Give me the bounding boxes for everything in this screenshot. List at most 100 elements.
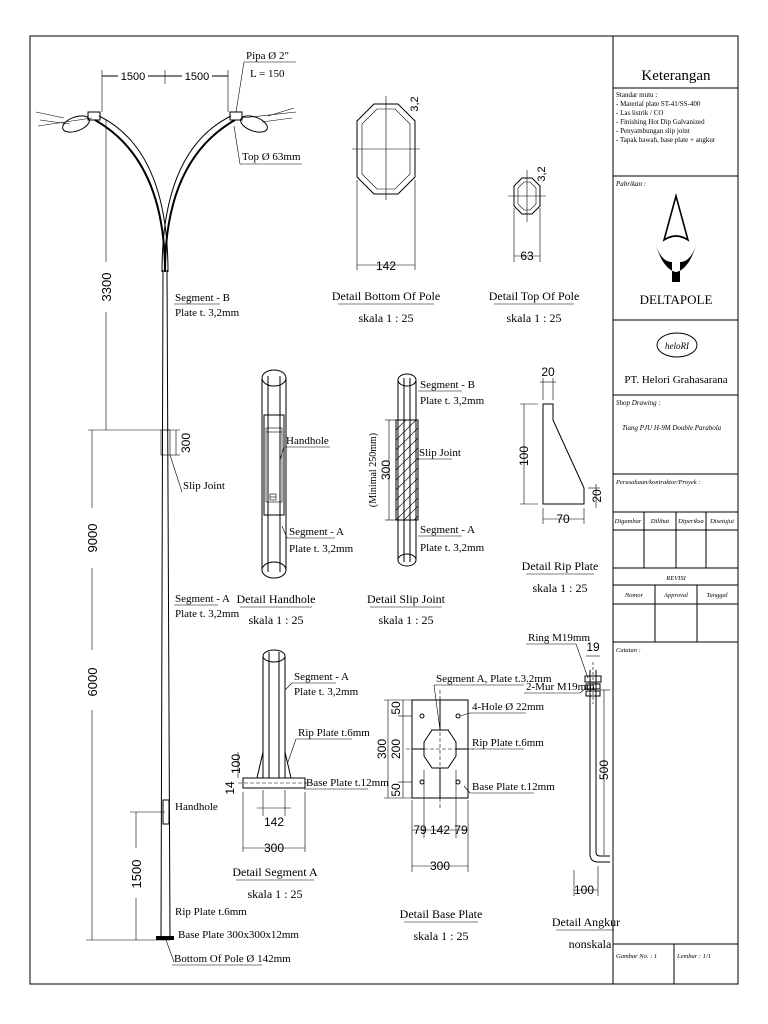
slip-hatching (395, 419, 419, 521)
base-segment-label: Segment A, Plate t.3.2mm (436, 673, 552, 685)
detail-slip-joint: (Minimal 250mm) 300 Segment - B Plate t.… (367, 373, 485, 627)
detail-anchor-bolt: 500 19 100 Ring M19mm 2-Mur M19mm Detail… (524, 632, 620, 951)
dimension-6000: 6000 (85, 668, 100, 697)
rip-plate-label: Rip Plate t.6mm (175, 906, 247, 918)
segment-a-label: Segment - A (175, 593, 230, 605)
segment-b-label: Segment - B (175, 292, 230, 304)
main-pole-elevation: 1500 1500 Pipa Ø 2" L = 150 Top Ø 63mm 3… (35, 50, 302, 966)
handhole-segment-label: Segment - A (289, 526, 344, 538)
detail-handhole: Handhole Segment - A Plate t. 3,2mm Deta… (237, 369, 354, 627)
dimension-1500: 1500 (129, 860, 144, 889)
brand-name: DELTAPOLE (640, 292, 713, 307)
segment-a-detail-label: Segment - A (294, 671, 349, 683)
title-block-heading: Keterangan (641, 68, 711, 84)
base-200: 200 (389, 739, 403, 759)
detail-bottom-of-pole: 142 3,2 Detail Bottom Of Pole skala 1 : … (332, 96, 440, 325)
notes-label: Catatan : (616, 647, 641, 654)
segment-b-plate: Plate t. 3,2mm (175, 307, 240, 319)
detail-base-plate: 300 50 200 50 79 142 79 300 Segment A, P… (375, 673, 555, 943)
sign-header-approved: Disetujui (709, 518, 734, 525)
top-diameter-label: Top Ø 63mm (242, 151, 301, 163)
bottom-thickness-dimension: 3,2 (409, 96, 421, 111)
base-79-right: 79 (454, 823, 468, 837)
sign-header-drawn: Digambar (614, 518, 642, 525)
segment-a-detail-plate: Plate t. 3,2mm (294, 686, 359, 698)
standard-item-4: - Penyambungan slip joint (616, 127, 690, 135)
sign-header-checked: Diperiksa (677, 518, 704, 525)
helori-logo (656, 332, 698, 358)
detail-handhole-title: Detail Handhole (237, 592, 316, 606)
rip-side-dimension: 20 (590, 489, 604, 503)
dimension-3300: 3300 (99, 273, 114, 302)
top-width-dimension: 63 (520, 249, 534, 263)
anchor-500-dimension: 500 (597, 760, 611, 780)
standard-item-5: - Tapak bawah, base plate + angkur (616, 136, 716, 144)
anchor-19-dimension: 19 (586, 640, 600, 654)
sign-header-seen: Dilihat (650, 518, 670, 525)
shop-drawing-value: Tiang PJU H-9M Double Parabola (622, 424, 722, 432)
revision-header-date: Tanggal (706, 592, 727, 599)
rip-top-dimension: 20 (541, 365, 555, 379)
pipe-label: Pipa Ø 2" (246, 50, 289, 62)
standard-item-2: - Las listrik / CO (616, 109, 663, 117)
base-50-bottom: 50 (389, 783, 403, 797)
slip-300-dimension: 300 (379, 460, 393, 480)
detail-top-of-pole: 63 3,2 Detail Top Of Pole skala 1 : 25 (489, 166, 580, 325)
slip-plate-b-label: Plate t. 3,2mm (420, 395, 485, 407)
base-plate-detail-label: Base Plate t.12mm (472, 781, 555, 793)
revision-header-approval: Approval (663, 592, 688, 599)
pole-handhole (162, 799, 170, 825)
segment-a-100-dimension: 100 (229, 754, 243, 774)
standard-title: Standar mutu : (616, 91, 657, 99)
detail-top-scale: skala 1 : 25 (507, 311, 562, 325)
arm-dimension-left: 1500 (121, 71, 145, 83)
left-lamp-head (35, 111, 101, 133)
detail-slip-scale: skala 1 : 25 (379, 613, 434, 627)
dimension-slip-300: 300 (179, 433, 193, 453)
handhole-label: Handhole (175, 801, 218, 813)
segment-a-142-dimension: 142 (264, 815, 284, 829)
revision-title: REVISI (665, 575, 686, 582)
detail-slip-title: Detail Slip Joint (367, 592, 446, 606)
detail-base-scale: skala 1 : 25 (414, 929, 469, 943)
detail-rip-plate: 20 100 20 70 Detail Rip Plate skala 1 : … (517, 365, 604, 595)
detail-anchor-title: Detail Angkur (552, 915, 620, 929)
detail-bottom-title: Detail Bottom Of Pole (332, 289, 440, 303)
detail-anchor-scale: nonskala (569, 937, 612, 951)
rip-bottom-dimension: 70 (556, 512, 570, 526)
standard-item-1: - Material plate ST-41/SS-400 (616, 100, 701, 108)
title-block: Keterangan Standar mutu : - Material pla… (612, 36, 738, 984)
slip-joint-label: Slip Joint (183, 480, 225, 492)
segment-a-plate: Plate t. 3,2mm (175, 608, 240, 620)
detail-segment-a: Segment - A Plate t. 3,2mm Rip Plate t.6… (223, 649, 389, 901)
anchor-mur-label: 2-Mur M19mm (526, 681, 595, 693)
helori-logo-text: heloRI (665, 341, 690, 351)
segment-a-300-dimension: 300 (264, 841, 284, 855)
base-50-top: 50 (389, 701, 403, 715)
detail-top-title: Detail Top Of Pole (489, 289, 580, 303)
standard-item-3: - Finishing Hot Dip Galvanized (616, 118, 705, 126)
slip-segment-b-label: Segment - B (420, 379, 475, 391)
right-lamp-head (229, 107, 297, 133)
detail-bottom-scale: skala 1 : 25 (359, 311, 414, 325)
detail-rip-scale: skala 1 : 25 (533, 581, 588, 595)
rip-height-dimension: 100 (517, 446, 531, 466)
company-name: PT. Helori Grahasarana (624, 374, 727, 386)
segment-a-14-dimension: 14 (223, 781, 237, 795)
drawing-number: Gambar No. : 1 (616, 953, 657, 960)
detail-rip-title: Detail Rip Plate (522, 559, 599, 573)
slip-joint-detail-label: Slip Joint (419, 447, 461, 459)
manufacturer-label: Pabrikan : (615, 180, 646, 188)
detail-segment-a-scale: skala 1 : 25 (248, 887, 303, 901)
base-rip-label: Rip Plate t.6mm (472, 737, 544, 749)
dimension-9000: 9000 (85, 524, 100, 553)
top-thickness-dimension: 3,2 (536, 166, 548, 181)
detail-base-title: Detail Base Plate (400, 907, 483, 921)
drawing-border (29, 35, 739, 985)
base-79-left: 79 (413, 823, 427, 837)
detail-handhole-scale: skala 1 : 25 (249, 613, 304, 627)
anchor-ring-label: Ring M19mm (528, 632, 590, 644)
slip-plate-a-label: Plate t. 3,2mm (420, 542, 485, 554)
shop-drawing-label: Shop Drawing : (616, 399, 661, 407)
segment-a-rip-label: Rip Plate t.6mm (298, 727, 370, 739)
